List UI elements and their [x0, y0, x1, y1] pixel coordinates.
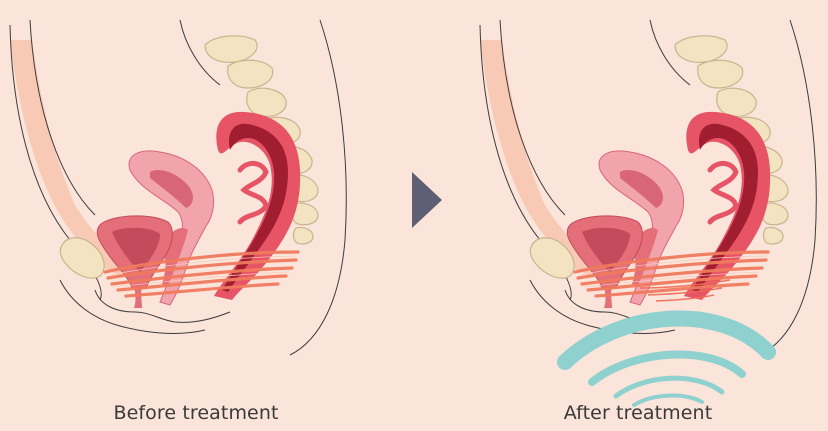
before-treatment-caption: Before treatment [113, 402, 278, 424]
after-treatment-diagram [480, 20, 816, 355]
triangle-right-icon [412, 172, 442, 228]
after-treatment-caption: After treatment [564, 402, 712, 424]
before-treatment-diagram [10, 20, 346, 355]
